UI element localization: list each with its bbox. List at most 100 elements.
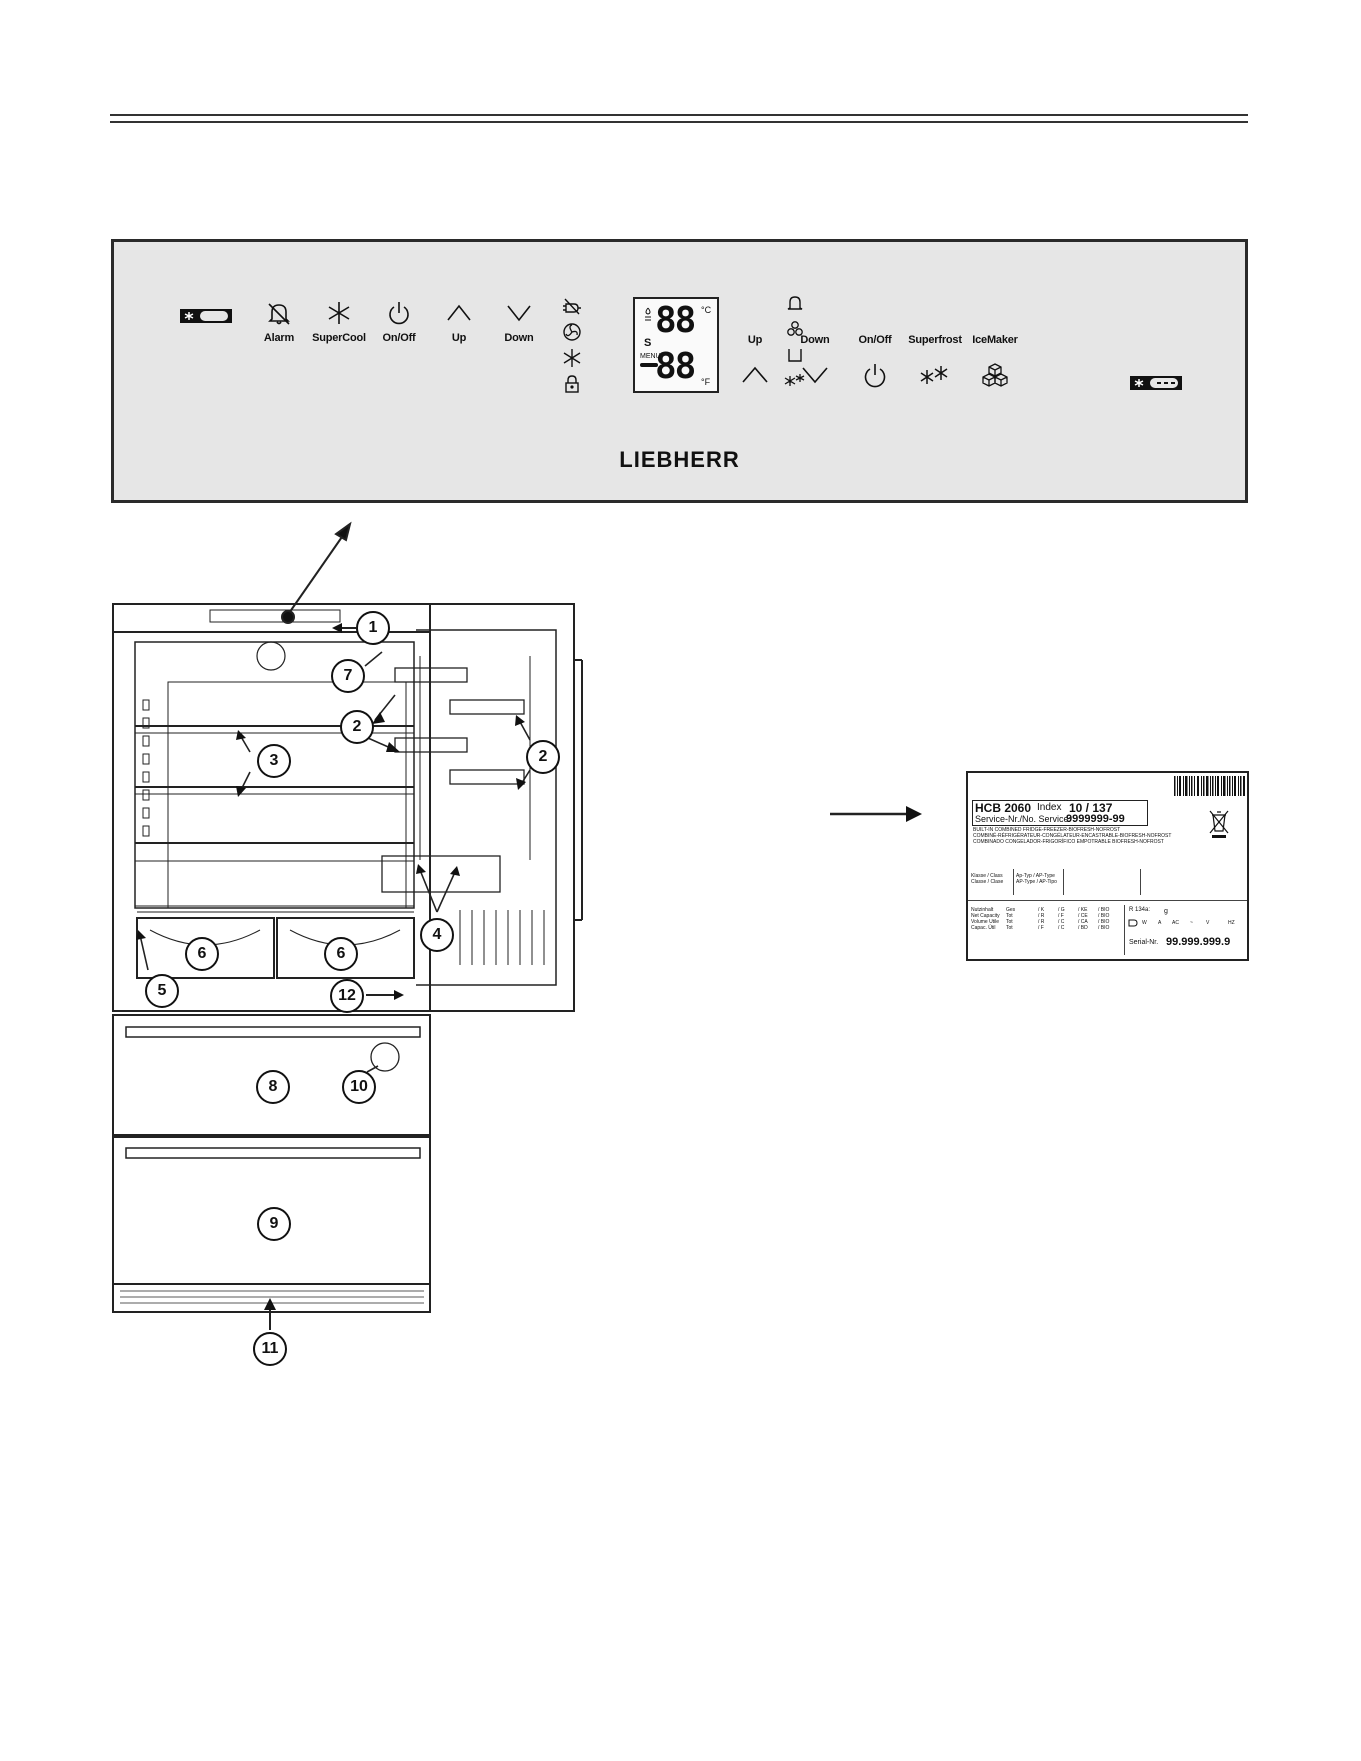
callout-10: 10 — [342, 1070, 376, 1104]
plate-desc-line-3: COMBINADO CONGELADOR-FRIGORÍFICO EMPOTRA… — [973, 839, 1164, 845]
callout-1: 1 — [356, 611, 390, 645]
display-top-digits: 88 — [655, 300, 696, 341]
class-divider — [1013, 869, 1014, 895]
superfrost-control[interactable]: Superfrost — [900, 334, 970, 388]
plate-capacity-cell: / C — [1058, 919, 1065, 925]
display-bottom-digits: 88 — [655, 346, 696, 387]
plate-type-line-1: Ap-Typ / AP-Type — [1016, 873, 1055, 879]
temperature-display: 88 °C S MENU 88 °F — [633, 297, 719, 393]
callout-6-left: 6 — [185, 937, 219, 971]
display-unit-fahrenheit: °F — [701, 377, 711, 387]
rating-plate: HCB 2060 Index 10 / 137 Service-Nr./No. … — [966, 771, 1249, 961]
child-lock-icon — [565, 375, 579, 393]
callout-12: 12 — [330, 979, 364, 1013]
plate-vdivider — [1124, 905, 1125, 955]
callout-3: 3 — [257, 744, 291, 778]
freezer-down-label: Down — [800, 334, 830, 346]
plate-index-value: 10 / 137 — [1069, 801, 1113, 815]
fridge-up-label: Up — [451, 332, 467, 344]
plate-capacity-cell: / C — [1058, 925, 1065, 931]
chevron-down-icon — [802, 367, 828, 384]
callout-11: 11 — [253, 1332, 287, 1366]
callout-6-right: 6 — [324, 937, 358, 971]
plate-capacity-cell: / BIO — [1098, 925, 1110, 931]
plug-icon — [1128, 919, 1138, 927]
plate-capacity-cell: Ges — [1006, 907, 1016, 913]
fridge-on-off-label: On/Off — [382, 332, 416, 344]
plate-capacity-label-1: Nutzinhalt — [971, 907, 994, 913]
fridge-up-control[interactable]: Up — [424, 300, 494, 344]
chevron-up-icon — [742, 366, 768, 383]
supercool-label: SuperCool — [312, 332, 366, 344]
plate-capacity-cell: / BD — [1078, 925, 1088, 931]
icemaker-control[interactable]: IceMaker — [960, 334, 1030, 388]
plate-class-line-2: Classe / Clase — [971, 879, 1004, 885]
icemaker-label: IceMaker — [972, 334, 1018, 346]
fan-icon — [563, 323, 581, 341]
plate-power-cell: V — [1206, 920, 1210, 926]
callout-7: 7 — [331, 659, 365, 693]
plate-class-line-1: Klasse / Class — [971, 873, 1003, 879]
barcode — [1174, 776, 1245, 796]
callout-2-right: 2 — [526, 740, 560, 774]
plate-serial-label: Serial-Nr. — [1129, 939, 1159, 946]
plate-power-cell: AC — [1172, 920, 1179, 926]
callout-8: 8 — [256, 1070, 290, 1104]
plate-refrigerant-unit: g — [1164, 908, 1168, 915]
plate-capacity-cell: / F — [1038, 925, 1044, 931]
superfrost-label: Superfrost — [908, 334, 962, 346]
plate-refrigerant-label: R 134a: — [1129, 907, 1151, 913]
callout-2-left: 2 — [340, 710, 374, 744]
display-s-label: S — [644, 337, 652, 349]
plate-power-cell: HZ — [1228, 920, 1235, 926]
ice-cubes-indicator-icon — [787, 321, 803, 336]
plate-capacity-label-2: Net Capacity — [971, 913, 1000, 919]
plate-capacity-cell: / BIO — [1098, 919, 1110, 925]
fridge-down-control[interactable]: Down — [484, 300, 554, 344]
superfrost-indicator-icon — [784, 374, 805, 386]
plate-capacity-cell: / R — [1038, 919, 1045, 925]
header-rule-bottom — [110, 121, 1248, 123]
snowflake-indicator-icon — [563, 349, 581, 367]
plate-capacity-cell: Tot — [1006, 919, 1013, 925]
chevron-up-icon — [447, 304, 471, 321]
bell-indicator-icon — [787, 296, 803, 310]
plate-divider — [968, 900, 1247, 901]
display-menu-label: MENU — [640, 353, 661, 360]
freezer-on-off-label: On/Off — [858, 334, 892, 346]
plate-capacity-label-3: Volume Utile — [971, 919, 1000, 925]
plate-capacity-cell: / KE — [1078, 907, 1088, 913]
plate-capacity-cell: Tot — [1006, 925, 1013, 931]
plate-capacity-cell: / R — [1038, 913, 1045, 919]
chevron-down-icon — [507, 305, 531, 322]
freezer-up-label: Up — [747, 334, 763, 346]
extra-divider — [1140, 869, 1141, 895]
callout-5: 5 — [145, 974, 179, 1008]
freezer-up-control[interactable]: Up — [720, 334, 790, 388]
alarm-control[interactable]: Alarm — [244, 300, 314, 344]
superfrost-icon — [920, 366, 948, 384]
brand-logo: LIEBHERR — [619, 447, 740, 472]
type-divider — [1063, 869, 1064, 895]
plate-capacity-cell: / BIO — [1098, 907, 1110, 913]
freezer-down-control[interactable]: Down — [780, 334, 850, 388]
freezer-on-off-control[interactable]: On/Off — [840, 334, 910, 388]
supercool-control[interactable]: SuperCool — [304, 300, 374, 344]
plate-service-label: Service-Nr./No. Service: — [975, 814, 1072, 824]
weee-bin-icon — [1209, 810, 1229, 838]
plate-model: HCB 2060 — [975, 801, 1032, 815]
plate-capacity-cell: / F — [1058, 913, 1064, 919]
plate-type-line-2: AP-Type / AP-Tipo — [1016, 879, 1057, 885]
plate-capacity-cell: / CE — [1078, 913, 1088, 919]
plate-power-cell: W — [1142, 920, 1147, 926]
plate-power-cell: ~ — [1190, 920, 1193, 926]
plate-desc-line-1: BUILT-IN COMBINED FRIDGE-FREEZER-BIOFRES… — [973, 827, 1121, 833]
container-icon — [788, 349, 802, 362]
plate-power-cell: A — [1158, 920, 1162, 926]
fridge-on-off-control[interactable]: On/Off — [364, 300, 434, 344]
plate-desc-line-2: COMBINÉ-RÉFRIGÉRATEUR-CONGÉLATEUR-ENCAST… — [973, 833, 1172, 839]
power-icon — [389, 302, 409, 325]
ice-cubes-icon — [982, 363, 1008, 387]
drop-icon — [645, 307, 651, 321]
